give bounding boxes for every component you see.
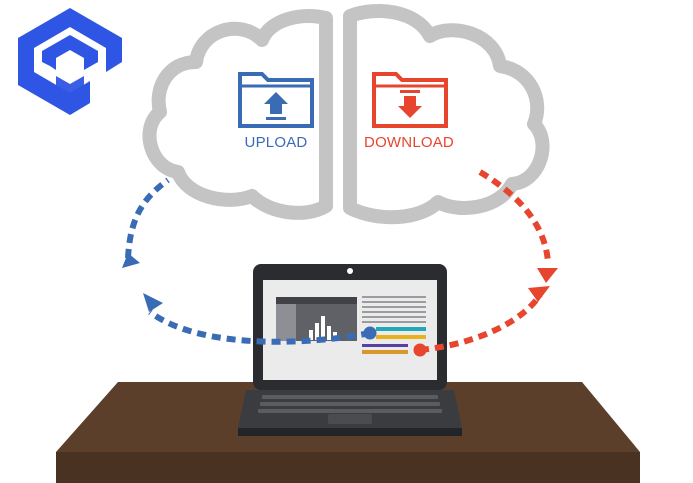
accent-bar-yellow [376, 335, 426, 339]
hexagon-link-logo-icon [18, 8, 122, 115]
download-arrow-head-icon [537, 268, 558, 283]
folder-download-icon [372, 72, 448, 128]
laptop-keyboard [258, 395, 442, 413]
download-label: DOWNLOAD [364, 134, 454, 151]
upload-flow [122, 177, 377, 345]
download-flow [413, 169, 558, 357]
download-node [413, 343, 427, 357]
laptop-trackpad [328, 414, 372, 424]
cloud-left-half [142, 9, 333, 220]
upload-arrow-head-2-icon [122, 253, 140, 268]
accent-bar-teal [376, 327, 426, 331]
cloud [142, 3, 550, 225]
upload-arrow-head-icon [143, 293, 163, 312]
upload-node [363, 326, 377, 340]
download-arrow-head-2-icon [528, 286, 550, 302]
screen-content [276, 296, 426, 354]
upload-label: UPLOAD [245, 134, 308, 151]
accent-bar-purple [362, 344, 408, 347]
laptop-icon [238, 264, 462, 436]
text-lines [362, 296, 426, 323]
folder-upload-icon [238, 72, 314, 128]
accent-bar-orange [362, 350, 408, 354]
